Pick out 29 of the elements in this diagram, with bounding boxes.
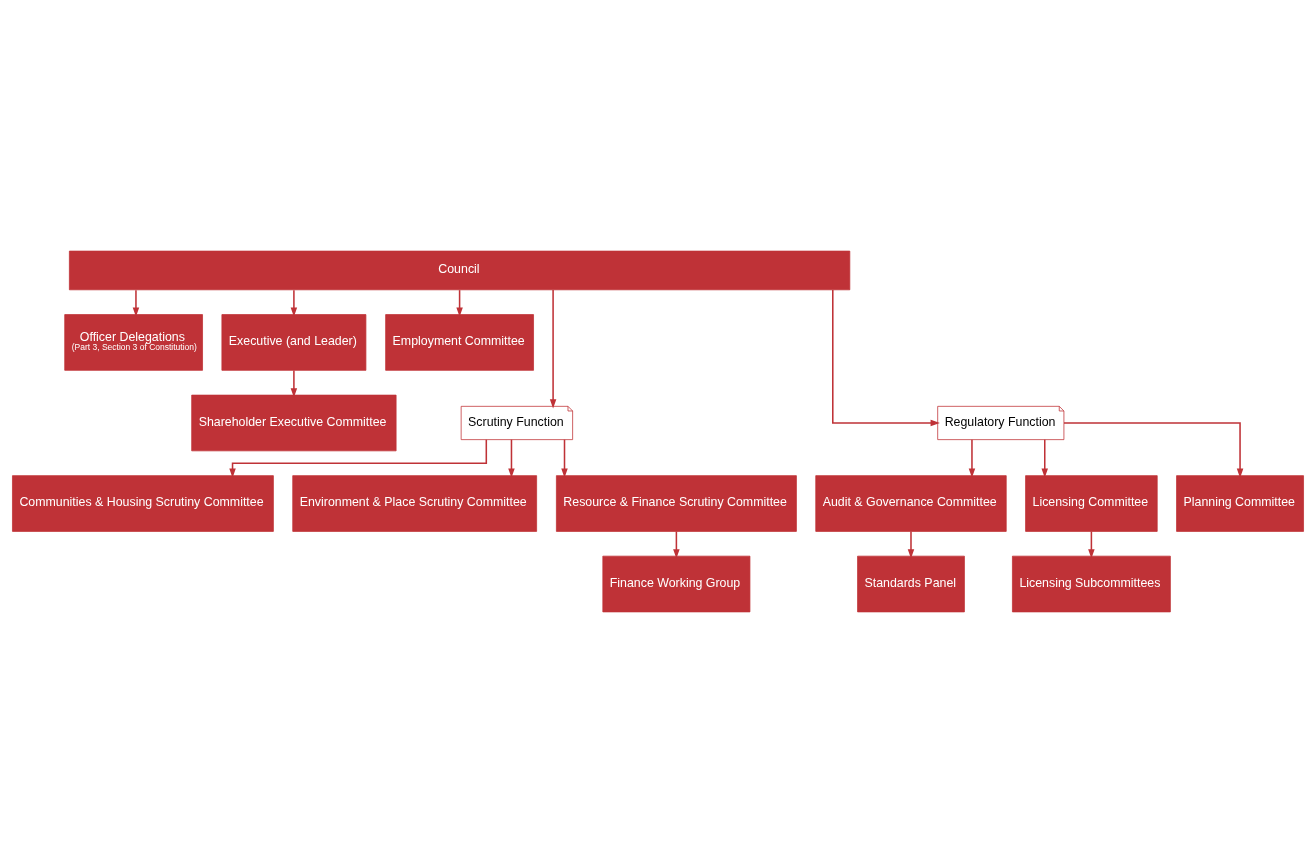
arrow xyxy=(456,289,463,317)
arrow xyxy=(832,289,940,427)
arrow xyxy=(673,530,680,559)
node-box: Employment Committee xyxy=(385,314,534,371)
node-box: Communities & Housing Scrutiny Committee xyxy=(12,475,274,532)
node-box: Licensing Subcommittees xyxy=(1012,555,1171,613)
arrow xyxy=(907,530,915,559)
arrow xyxy=(290,289,298,317)
arrow xyxy=(1063,422,1244,478)
arrow xyxy=(132,289,140,317)
arrow xyxy=(508,438,515,478)
arrow xyxy=(549,289,557,409)
arrow xyxy=(968,438,976,478)
node-box: Planning Committee xyxy=(1176,475,1304,532)
node-box: Finance Working Group xyxy=(602,555,751,613)
arrow xyxy=(229,439,488,478)
node-box: Resource & Finance Scrutiny Committee xyxy=(556,475,797,532)
node-box: Licensing Committee xyxy=(1025,475,1158,532)
arrow xyxy=(1041,438,1048,478)
node-box: Executive (and Leader) xyxy=(221,314,367,371)
node-box: Audit & Governance Committee xyxy=(815,475,1007,532)
node-box: Shareholder Executive Committee xyxy=(191,394,397,452)
node-box: Environment & Place Scrutiny Committee xyxy=(292,475,537,532)
node-box: Officer Delegations (Part 3, Section 3 of Constitution) xyxy=(64,314,203,371)
node-box: Standards Panel xyxy=(857,555,965,613)
arrow xyxy=(1088,530,1095,559)
node-box: Council xyxy=(69,250,851,291)
arrow xyxy=(290,369,298,398)
arrow xyxy=(561,438,568,478)
